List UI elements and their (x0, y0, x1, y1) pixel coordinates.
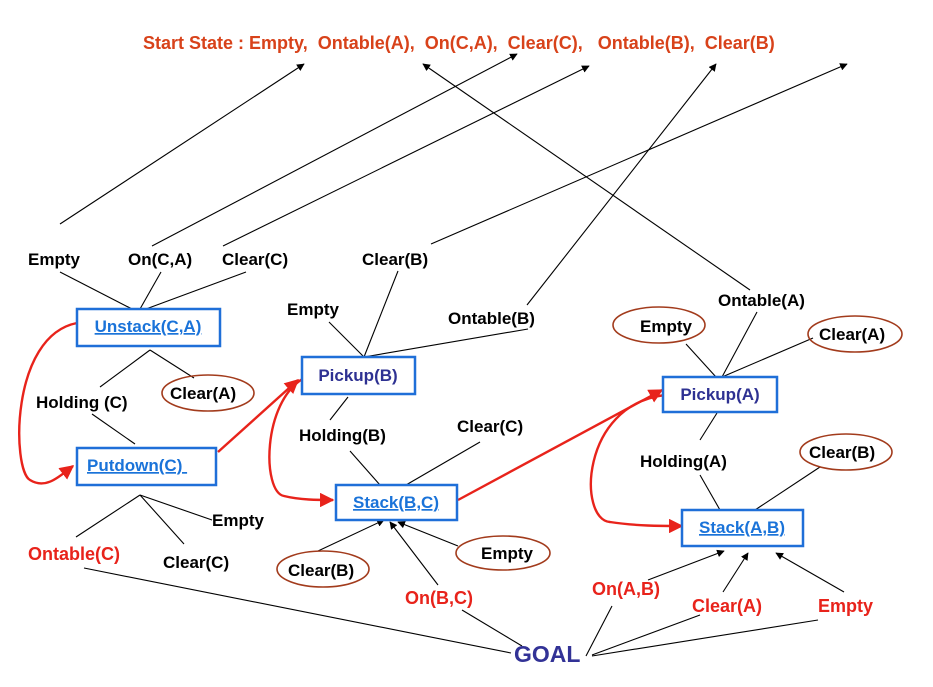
cond-clear-a-pickup-a: Clear(A) (819, 325, 885, 344)
link-clear-b-to-start (430, 63, 848, 245)
circle-empty-stack-bc (455, 535, 551, 571)
circle-clear-a-pickup-a (807, 315, 903, 353)
cond-empty-top: Empty (28, 250, 81, 269)
cond-on-ca: On(C,A) (128, 250, 192, 269)
operator-stack-bc-label: Stack(B,C) (353, 493, 439, 512)
operator-unstack-ca: Unstack(C,A) (75, 307, 222, 348)
goal-links (83, 567, 819, 657)
operator-putdown-c-label: Putdown(C) (87, 456, 187, 475)
operator-pickup-a: Pickup(A) (661, 375, 779, 414)
cond-empty-pickup-a: Empty (640, 317, 693, 336)
cond-empty-putdown: Empty (212, 511, 265, 530)
plan-order-arrows (18, 321, 684, 534)
cond-empty-stack-bc: Empty (481, 544, 534, 563)
cond-on-ab: On(A,B) (592, 579, 660, 599)
cond-holding-a: Holding(A) (640, 452, 727, 471)
cond-ontable-c: Ontable(C) (28, 544, 120, 564)
stack-ab-inputs (647, 549, 845, 593)
plan-arrow-unstack-to-putdown (18, 321, 78, 485)
circle-empty-pickup-a (612, 306, 706, 344)
cond-clear-b-stack-ab: Clear(B) (809, 443, 875, 462)
cond-clear-a-goal: Clear(A) (692, 596, 762, 616)
operator-unstack-ca-label: Unstack(C,A) (95, 317, 202, 336)
cond-clear-b-top: Clear(B) (362, 250, 428, 269)
cond-clear-c-stack: Clear(C) (457, 417, 523, 436)
cond-clear-c-top: Clear(C) (222, 250, 288, 269)
cond-empty-pickup-b: Empty (287, 300, 340, 319)
start-state-title: Start State : Empty, Ontable(A), On(C,A)… (143, 33, 775, 53)
link-on-ca-to-start (151, 53, 518, 247)
operator-pickup-b: Pickup(B) (300, 355, 417, 396)
link-ontable-b-to-start (526, 63, 717, 306)
cond-ontable-a: Ontable(A) (718, 291, 805, 310)
circle-clear-b-stack-ab (799, 433, 893, 471)
cond-holding-c: Holding (C) (36, 393, 128, 412)
stack-bc-inputs (317, 519, 459, 586)
operator-putdown-c: Putdown(C) (75, 446, 218, 487)
condition-links (59, 270, 821, 545)
operator-pickup-a-label: Pickup(A) (680, 385, 759, 404)
cond-clear-b-stack-bc: Clear(B) (288, 561, 354, 580)
circle-clear-a-unstack (161, 374, 255, 412)
link-ontable-a-to-start (422, 63, 751, 291)
cond-clear-c-putdown: Clear(C) (163, 553, 229, 572)
operator-stack-bc: Stack(B,C) (334, 483, 459, 522)
cond-clear-a-unstack: Clear(A) (170, 384, 236, 403)
plan-arrow-pickup-a-to-stack-ab (589, 393, 684, 534)
cond-on-bc: On(B,C) (405, 588, 473, 608)
operator-stack-ab: Stack(A,B) (680, 508, 805, 548)
link-clear-c-to-start (222, 65, 590, 247)
link-empty-to-start (59, 63, 305, 225)
start-state-links (59, 53, 848, 306)
circle-clear-b-stack-bc (276, 550, 370, 588)
plan-arrow-putdown-to-pickup-b (217, 379, 300, 453)
cond-empty-goal: Empty (818, 596, 873, 616)
cond-ontable-b: Ontable(B) (448, 309, 535, 328)
goal-label: GOAL (514, 641, 580, 667)
cond-holding-b: Holding(B) (299, 426, 386, 445)
operator-pickup-b-label: Pickup(B) (318, 366, 397, 385)
plan-arrow-pickup-b-to-stack-bc (268, 376, 335, 508)
operator-stack-ab-label: Stack(A,B) (699, 518, 785, 537)
